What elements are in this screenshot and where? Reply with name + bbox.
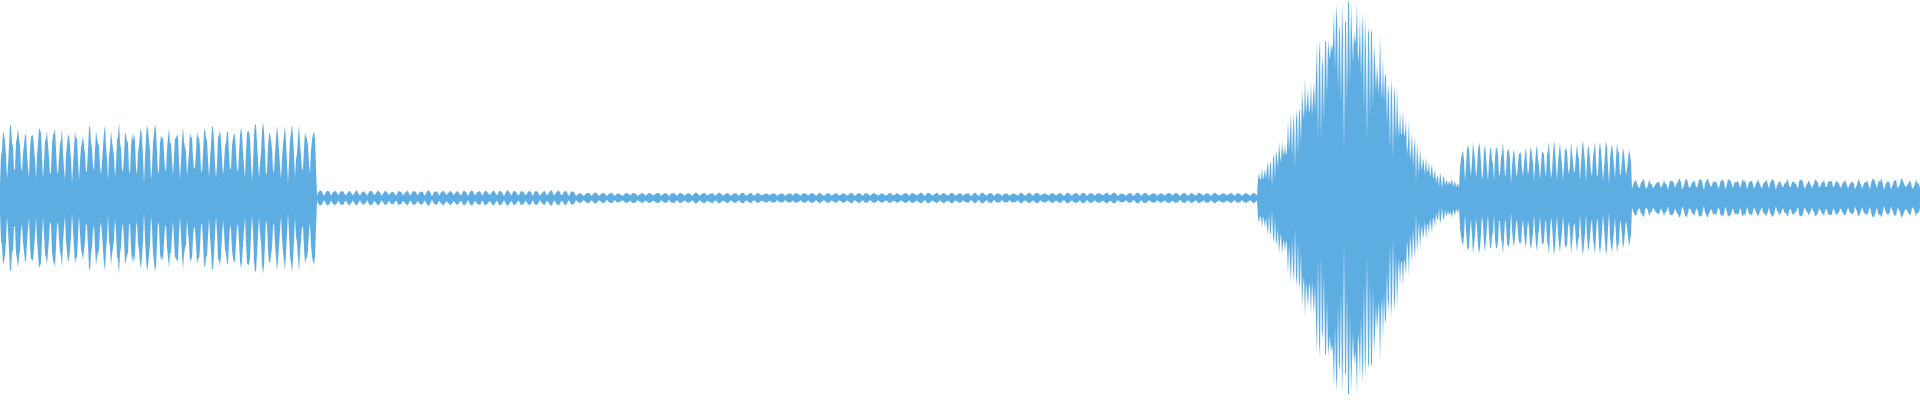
audio-waveform [0, 2, 1920, 394]
